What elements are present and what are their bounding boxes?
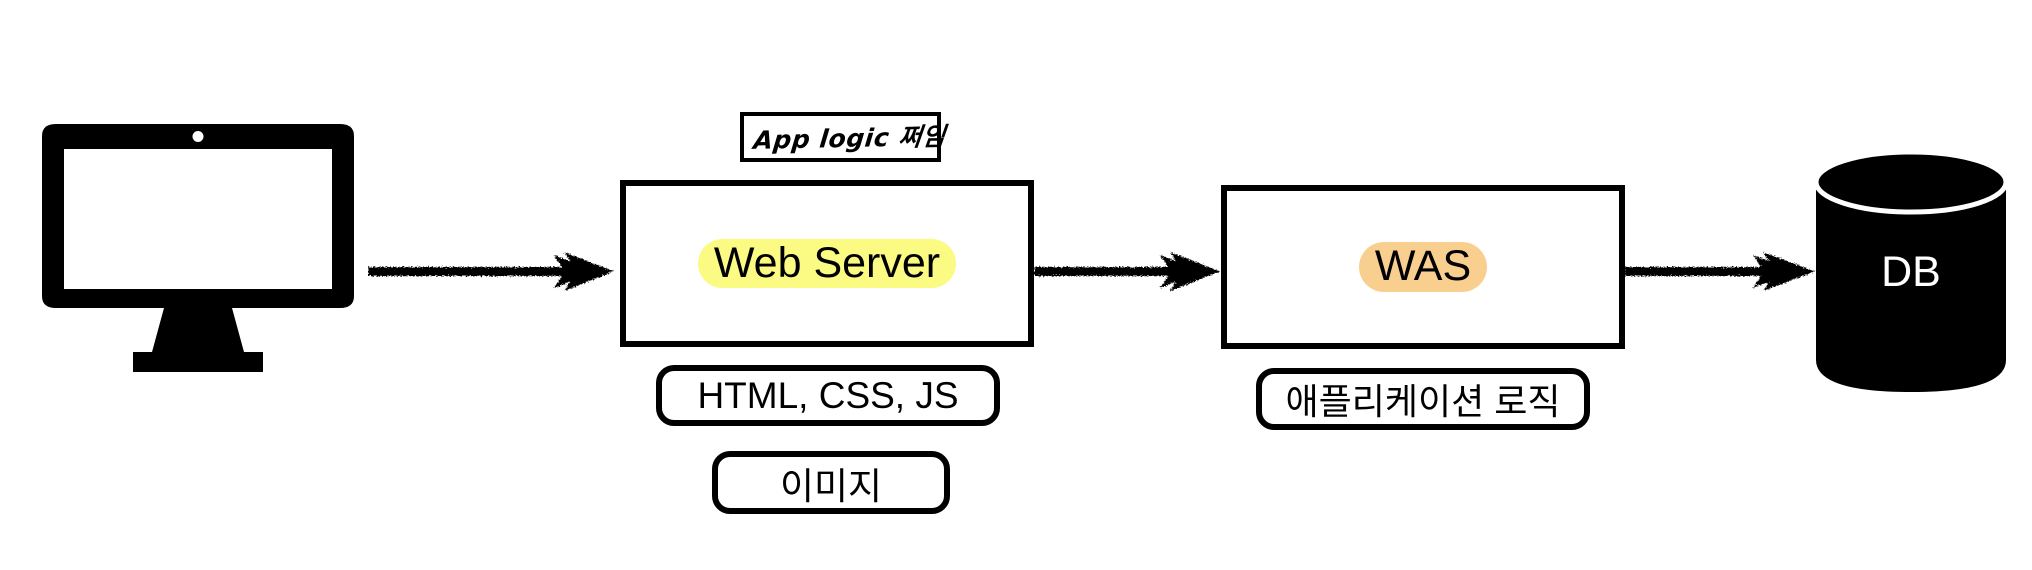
was-node[interactable]: WAS <box>1221 185 1625 349</box>
caption-application-logic: 애플리케이션 로직 <box>1256 368 1590 430</box>
web-server-node[interactable]: Web Server <box>620 180 1034 347</box>
caption-html-css-js-label: HTML, CSS, JS <box>697 374 959 416</box>
caption-image-label: 이미지 <box>779 465 883 507</box>
web-server-label: Web Server <box>697 238 957 289</box>
app-logic-note-text: App logic 쩌임 <box>752 121 948 155</box>
client-monitor-icon <box>28 124 368 404</box>
arrow-client-to-web-server <box>368 242 626 302</box>
arrow-web-server-to-was <box>1034 242 1230 302</box>
caption-application-logic-label: 애플리케이션 로직 <box>1285 381 1561 422</box>
caption-html-css-js: HTML, CSS, JS <box>656 365 1000 426</box>
arrow-was-to-database <box>1625 242 1825 302</box>
database-node[interactable]: DB <box>1813 149 2009 392</box>
was-label: WAS <box>1358 242 1488 292</box>
app-logic-note: App logic 쩌임 <box>740 112 947 162</box>
caption-image: 이미지 <box>712 451 950 514</box>
